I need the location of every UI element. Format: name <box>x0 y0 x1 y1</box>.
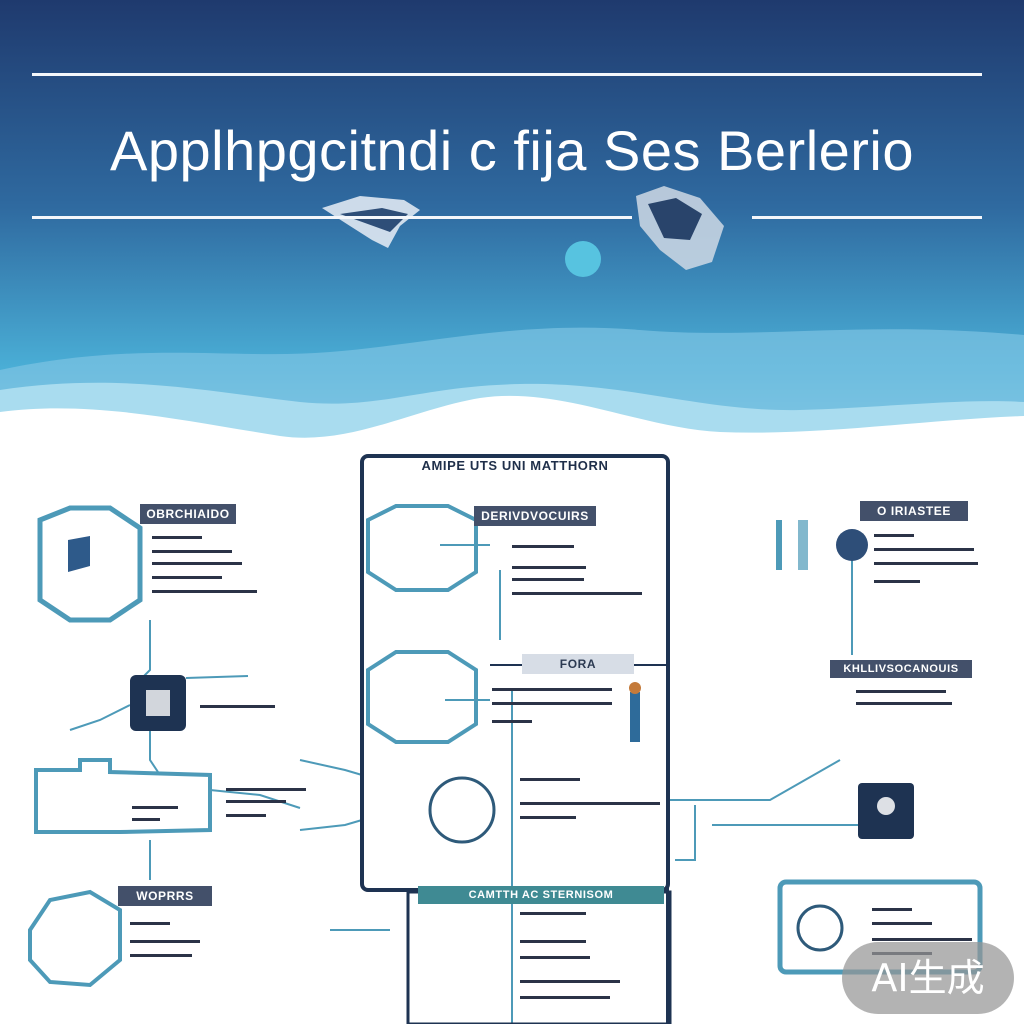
text-lines <box>130 534 978 999</box>
section-header-right-top: O IRIASTEE <box>860 501 968 521</box>
section-header-center-mid: FORA <box>522 654 634 674</box>
section-header-right-mid: KHLLIVSOCANOUIS <box>830 660 972 678</box>
hero-banner: Applhpgcitndi c fija Ses Berlerio <box>0 0 1024 460</box>
section-header-left-top: OBRCHIAIDO <box>140 504 236 524</box>
hexagon-left-bottom <box>28 889 122 988</box>
sun-orb <box>565 241 601 277</box>
title-top-rule <box>32 73 982 76</box>
circle-center-low <box>428 776 496 844</box>
hero-background <box>0 0 1024 460</box>
connector-lines <box>69 544 858 1024</box>
octagon-center-mid <box>366 650 478 744</box>
section-header-center-bottom: CAMTTH AC STERNISOM <box>418 886 664 904</box>
hexagon-left-top <box>37 505 143 623</box>
figure-icon-center <box>630 692 640 742</box>
title-bottom-rule-right <box>752 216 982 219</box>
center-panel-header: AMIPE UTS UNI MATTHORN <box>421 458 609 473</box>
section-header-center-top: DERIVDVOCUIRS <box>474 506 596 526</box>
section-header-left-bottom: WOPRRS <box>118 886 212 906</box>
floating-island-left <box>322 196 420 248</box>
octagon-center-top <box>366 504 478 592</box>
ai-generated-badge: AI生成 <box>842 942 1014 1014</box>
panel-left-mid <box>34 758 212 834</box>
page-title: Applhpgcitndi c fija Ses Berlerio <box>109 119 915 182</box>
floating-island-right <box>636 186 724 270</box>
shield-icon <box>68 536 90 572</box>
globe-icon-right <box>836 529 868 561</box>
title-bottom-rule-left <box>32 216 632 219</box>
